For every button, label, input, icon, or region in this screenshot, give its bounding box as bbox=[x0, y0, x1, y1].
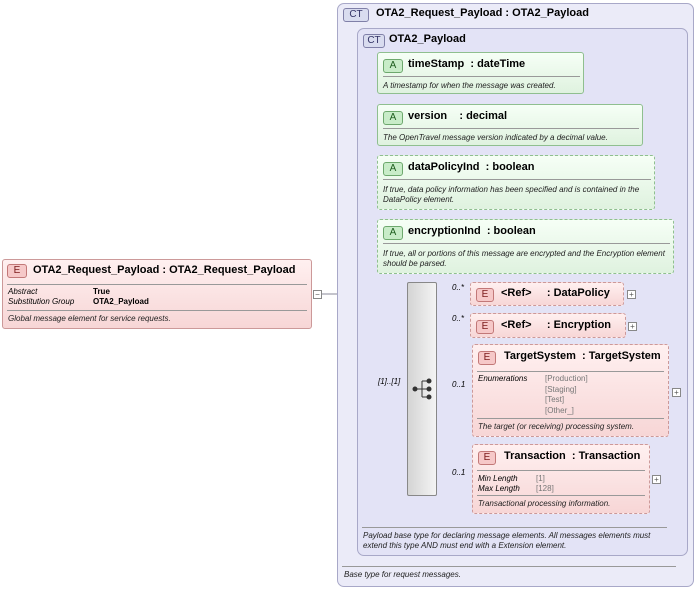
root-element-description: Global message element for service reque… bbox=[8, 314, 171, 323]
attribute-version[interactable]: A version : decimal The OpenTravel messa… bbox=[377, 104, 643, 146]
child-element-description: Transactional processing information. bbox=[478, 499, 611, 508]
facet-min-length: Min Length [1] bbox=[478, 474, 545, 484]
inner-type-title: OTA2_Payload bbox=[389, 33, 466, 45]
child-element-title: Transaction : Transaction bbox=[504, 450, 641, 462]
sequence-icon bbox=[412, 378, 432, 400]
facet-key: Enumerations bbox=[478, 374, 528, 383]
enumeration-value: [Other_] bbox=[545, 405, 574, 415]
child-element-targetsystem[interactable]: E TargetSystem : TargetSystem Enumeratio… bbox=[472, 344, 669, 437]
expand-toggle[interactable]: + bbox=[627, 290, 636, 299]
attribute-badge: A bbox=[383, 59, 403, 73]
attribute-title: timeStamp : dateTime bbox=[408, 58, 526, 70]
separator bbox=[7, 284, 307, 285]
root-prop-abstract: Abstract True bbox=[8, 287, 110, 297]
enumeration-value: [Test] bbox=[545, 395, 565, 404]
separator bbox=[383, 128, 639, 129]
child-element-title: <Ref> : DataPolicy bbox=[501, 287, 610, 299]
attribute-badge: A bbox=[383, 226, 403, 240]
root-element-box[interactable]: E OTA2_Request_Payload : OTA2_Request_Pa… bbox=[2, 259, 312, 329]
facet-max-length: Max Length [128] bbox=[478, 484, 554, 494]
expand-toggle[interactable]: + bbox=[652, 475, 661, 484]
prop-value: OTA2_Payload bbox=[93, 297, 149, 306]
expand-toggle[interactable]: + bbox=[672, 388, 681, 397]
enumeration-value: [Production] bbox=[545, 374, 588, 383]
separator bbox=[383, 179, 651, 180]
child-element-transaction[interactable]: E Transaction : Transaction Min Length [… bbox=[472, 444, 650, 514]
attribute-timestamp[interactable]: A timeStamp : dateTime A timestamp for w… bbox=[377, 52, 584, 94]
separator bbox=[383, 76, 580, 77]
separator bbox=[477, 495, 645, 496]
outer-type-description: Base type for request messages. bbox=[344, 570, 461, 579]
child-element-datapolicy[interactable]: E <Ref> : DataPolicy bbox=[470, 282, 624, 306]
facet-label: Enumerations bbox=[478, 374, 527, 384]
separator bbox=[7, 310, 307, 311]
enumeration-value: [Staging] bbox=[545, 384, 577, 394]
prop-key: Abstract bbox=[8, 287, 38, 296]
attribute-title: dataPolicyInd : boolean bbox=[408, 161, 535, 173]
attribute-description: A timestamp for when the message was cre… bbox=[383, 81, 556, 90]
complex-type-badge: CT bbox=[363, 34, 385, 48]
separator bbox=[477, 371, 664, 372]
prop-value: True bbox=[93, 287, 110, 296]
child-element-encryption[interactable]: E <Ref> : Encryption bbox=[470, 313, 626, 338]
separator bbox=[362, 527, 667, 528]
expand-toggle[interactable]: + bbox=[628, 322, 637, 331]
element-badge: E bbox=[7, 264, 27, 278]
sequence-compositor[interactable] bbox=[407, 282, 437, 496]
attribute-datapolicyind[interactable]: A dataPolicyInd : boolean If true, data … bbox=[377, 155, 655, 210]
outer-type-title: OTA2_Request_Payload : OTA2_Payload bbox=[376, 7, 589, 19]
element-badge: E bbox=[476, 320, 494, 334]
attribute-description: The OpenTravel message version indicated… bbox=[383, 133, 608, 142]
child-element-title: TargetSystem : TargetSystem bbox=[504, 350, 661, 362]
element-badge: E bbox=[478, 351, 496, 365]
separator bbox=[342, 566, 676, 567]
attribute-description: If true, data policy information has bee… bbox=[383, 185, 640, 204]
enumeration-list: [Production] [Staging] [Test] [Other_] bbox=[545, 374, 588, 416]
inner-type-description: Payload base type for declaring message … bbox=[363, 531, 651, 550]
facet-value: [1] bbox=[536, 474, 545, 483]
child-cardinality: 0..1 bbox=[452, 380, 466, 389]
child-element-description: The target (or receiving) processing sys… bbox=[478, 422, 635, 431]
facet-key: Max Length bbox=[478, 484, 520, 493]
root-element-title: OTA2_Request_Payload : OTA2_Request_Payl… bbox=[33, 264, 296, 276]
root-prop-substitution-group: Substitution Group OTA2_Payload bbox=[8, 297, 149, 307]
attribute-title: version : decimal bbox=[408, 110, 508, 122]
attribute-description: If true, all or portions of this message… bbox=[383, 249, 665, 268]
separator bbox=[477, 418, 664, 419]
element-badge: E bbox=[476, 288, 494, 302]
separator bbox=[477, 470, 645, 471]
sequence-cardinality: [1]..[1] bbox=[378, 377, 401, 386]
prop-key: Substitution Group bbox=[8, 297, 75, 306]
child-cardinality: 0..1 bbox=[452, 468, 466, 477]
attribute-badge: A bbox=[383, 162, 403, 176]
facet-value: [128] bbox=[536, 484, 554, 493]
collapse-toggle[interactable]: − bbox=[313, 290, 322, 299]
child-element-title: <Ref> : Encryption bbox=[501, 319, 612, 331]
attribute-title: encryptionInd : boolean bbox=[408, 225, 536, 237]
child-cardinality: 0..* bbox=[452, 283, 465, 292]
element-badge: E bbox=[478, 451, 496, 465]
separator bbox=[383, 243, 670, 244]
facet-key: Min Length bbox=[478, 474, 518, 483]
child-cardinality: 0..* bbox=[452, 314, 465, 323]
attribute-badge: A bbox=[383, 111, 403, 125]
attribute-encryptionind[interactable]: A encryptionInd : boolean If true, all o… bbox=[377, 219, 674, 274]
complex-type-badge: CT bbox=[343, 8, 369, 22]
